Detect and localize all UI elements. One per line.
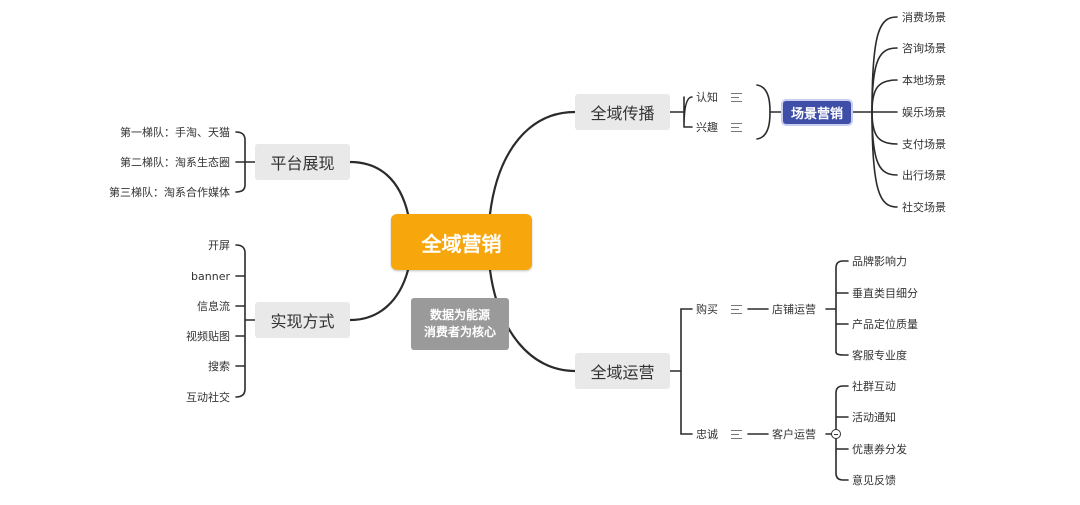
edge-scene-3: [871, 79, 898, 113]
edge-scene-7: [871, 111, 898, 208]
note-icon[interactable]: [731, 430, 743, 439]
note-icon[interactable]: [731, 305, 743, 314]
branch-spread[interactable]: 全域传播: [575, 94, 670, 130]
ops-customer-node[interactable]: 客户运营: [772, 428, 816, 441]
floating-note-line-2: 消费者为核心: [423, 325, 496, 339]
edge-platform-trunk: [235, 131, 256, 193]
note-icon[interactable]: [731, 123, 743, 132]
edge-root-ops: [488, 268, 577, 373]
ops-shop-node[interactable]: 店铺运营: [772, 303, 816, 316]
edge-shop-items: [825, 260, 849, 356]
shop-item-quality[interactable]: 产品定位质量: [852, 318, 918, 331]
method-item-video[interactable]: 视频贴图: [186, 330, 230, 343]
method-item-splash[interactable]: 开屏: [208, 239, 230, 252]
scene-item-travel[interactable]: 出行场景: [902, 169, 946, 182]
edge-methods-trunk: [235, 244, 256, 398]
edge-root-methods: [348, 268, 410, 322]
scene-marketing-node[interactable]: 场景营销: [781, 99, 853, 126]
customer-item-community[interactable]: 社群互动: [852, 380, 896, 393]
edge-scene-5: [871, 111, 898, 145]
platform-item-tier1[interactable]: 第一梯队：手淘、天猫: [120, 126, 230, 139]
ops-loyal-node[interactable]: 忠诚: [696, 428, 718, 441]
scene-item-social[interactable]: 社交场景: [902, 201, 946, 214]
floating-note-line-1: 数据为能源: [429, 308, 490, 322]
branch-ops[interactable]: 全域运营: [575, 353, 670, 389]
edge-customer-items: [825, 385, 849, 481]
scene-item-pay[interactable]: 支付场景: [902, 138, 946, 151]
collapse-toggle-icon[interactable]: [831, 429, 841, 439]
shop-item-brand[interactable]: 品牌影响力: [852, 255, 907, 268]
edge-scene-2: [871, 47, 898, 113]
shop-item-service[interactable]: 客服专业度: [852, 349, 907, 362]
method-item-search[interactable]: 搜索: [208, 360, 230, 373]
customer-item-coupon[interactable]: 优惠券分发: [852, 443, 907, 456]
ops-buy-node[interactable]: 购买: [696, 303, 718, 316]
edge-root-spread: [488, 110, 577, 216]
note-icon[interactable]: [731, 93, 743, 102]
method-item-feed[interactable]: 信息流: [197, 300, 230, 313]
scene-item-local[interactable]: 本地场景: [902, 74, 946, 87]
shop-item-vertical[interactable]: 垂直类目细分: [852, 287, 918, 300]
edge-spread-items: [669, 96, 693, 128]
customer-item-feedback[interactable]: 意见反馈: [852, 474, 896, 487]
method-item-social[interactable]: 互动社交: [186, 391, 230, 404]
branch-platform[interactable]: 平台展现: [255, 144, 350, 180]
edge-spread-bracket: [756, 84, 771, 140]
customer-item-notice[interactable]: 活动通知: [852, 411, 896, 424]
branch-methods[interactable]: 实现方式: [255, 302, 350, 338]
scene-item-entertain[interactable]: 娱乐场景: [902, 106, 946, 119]
method-item-banner[interactable]: banner: [191, 269, 230, 283]
edge-ops-trunk: [669, 308, 693, 435]
platform-item-tier3[interactable]: 第三梯队：淘系合作媒体: [109, 186, 230, 199]
spread-item-awareness[interactable]: 认知: [696, 91, 718, 104]
scene-item-consume[interactable]: 消费场景: [902, 11, 946, 24]
floating-note[interactable]: 数据为能源 消费者为核心: [411, 298, 509, 350]
spread-item-interest[interactable]: 兴趣: [696, 121, 718, 134]
scene-item-consult[interactable]: 咨询场景: [902, 42, 946, 55]
edge-root-platform: [348, 160, 410, 216]
root-node[interactable]: 全域营销: [391, 214, 532, 270]
platform-item-tier2[interactable]: 第二梯队：淘系生态圈: [120, 156, 230, 169]
